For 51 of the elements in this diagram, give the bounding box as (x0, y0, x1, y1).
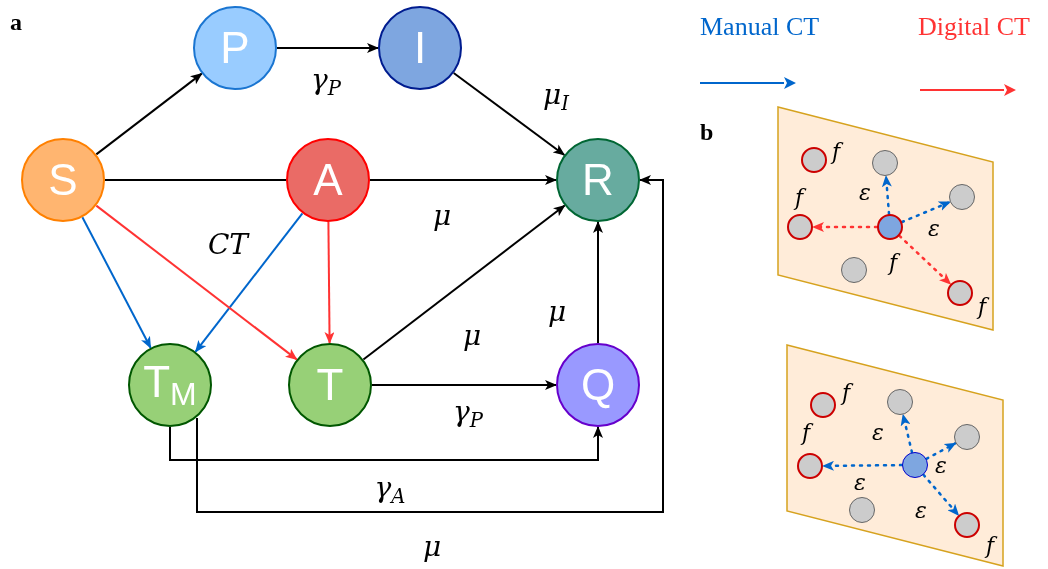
edge-label: ε (915, 500, 927, 522)
arrow (362, 204, 566, 361)
edge-label: γ$_{A}$ (374, 473, 406, 507)
node-label: S (48, 158, 78, 202)
dotted-arrow (900, 200, 952, 224)
arrow (324, 221, 335, 344)
edge-label: ε (872, 422, 884, 444)
connector-line (104, 179, 287, 181)
edge-label: ε (854, 472, 866, 494)
legend-label: Manual CT (700, 14, 820, 40)
dotted-arrow (881, 174, 892, 216)
legend-label: Digital CT (918, 14, 1030, 40)
node-label: Q (580, 363, 616, 407)
node-label: T (316, 363, 344, 407)
dotted-arrow (821, 460, 904, 471)
edge-label: μ (462, 322, 482, 350)
edge-label: μ$_{I}$ (543, 80, 569, 114)
edge-label: μ (547, 298, 567, 326)
edge-label: ε (935, 455, 947, 477)
edge-label: ε (928, 218, 940, 240)
panel-label: a (10, 10, 22, 34)
edge-label: μ (422, 533, 442, 561)
edge-label: μ (432, 202, 452, 230)
edge-label: γ$_{P}$ (311, 65, 341, 99)
arrow (371, 380, 557, 390)
dotted-arrow (900, 413, 914, 454)
node-label: R (582, 158, 614, 202)
dotted-arrow (898, 234, 952, 286)
edge-label: γ$_{P}$ (453, 397, 483, 431)
plane-panel (787, 345, 1003, 566)
edge-label: ε (859, 182, 871, 204)
node-label: A (313, 158, 343, 202)
panel-label: b (700, 120, 714, 144)
dotted-arrow (811, 222, 879, 232)
arrow (593, 221, 603, 344)
dotted-arrow (922, 473, 960, 517)
arrow (81, 216, 152, 349)
arrow (194, 212, 304, 353)
plane-panel (778, 107, 993, 330)
arrow (276, 43, 379, 53)
arrow (169, 426, 603, 461)
node-label: P (220, 26, 250, 70)
arrow (452, 72, 566, 156)
node-label: I (413, 26, 427, 70)
arrow (95, 72, 203, 156)
arrow (369, 175, 557, 185)
arrow (196, 175, 664, 513)
dotted-arrow (925, 441, 957, 461)
arrow (95, 204, 298, 361)
node-label: T$_{M}$ (143, 360, 197, 410)
ct-label: CT (207, 231, 249, 259)
